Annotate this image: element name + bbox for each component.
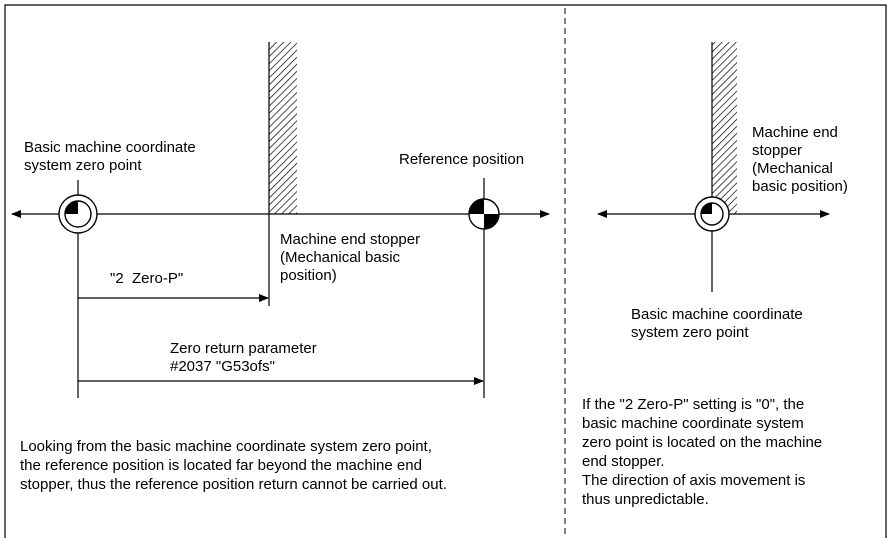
zero-point-symbol-right bbox=[694, 196, 730, 232]
reference-position-symbol bbox=[468, 198, 500, 230]
basic-zero-point-label-right: Basic machine coordinate system zero poi… bbox=[631, 306, 803, 341]
right-note-text: If the "2 Zero-P" setting is "0", the ba… bbox=[582, 396, 823, 508]
stopper-hatch-right bbox=[712, 42, 737, 214]
zero-point-symbol-left bbox=[58, 194, 98, 234]
zero-p-label: "2 Zero-P" bbox=[110, 270, 184, 287]
zero-return-parameter-label: Zero return parameter #2037 "G53ofs" bbox=[170, 340, 317, 375]
machine-end-stopper-label-right: Machine end stopper (Mechanical basic po… bbox=[752, 124, 848, 195]
reference-position-label: Reference position bbox=[399, 151, 525, 168]
stopper-hatch-left bbox=[269, 42, 297, 214]
left-note-text: Looking from the basic machine coordinat… bbox=[20, 438, 447, 493]
basic-zero-point-label: Basic machine coordinate system zero poi… bbox=[24, 139, 196, 174]
outer-frame bbox=[4, 4, 887, 538]
machine-end-stopper-label: Machine end stopper (Mechanical basic po… bbox=[280, 231, 421, 284]
